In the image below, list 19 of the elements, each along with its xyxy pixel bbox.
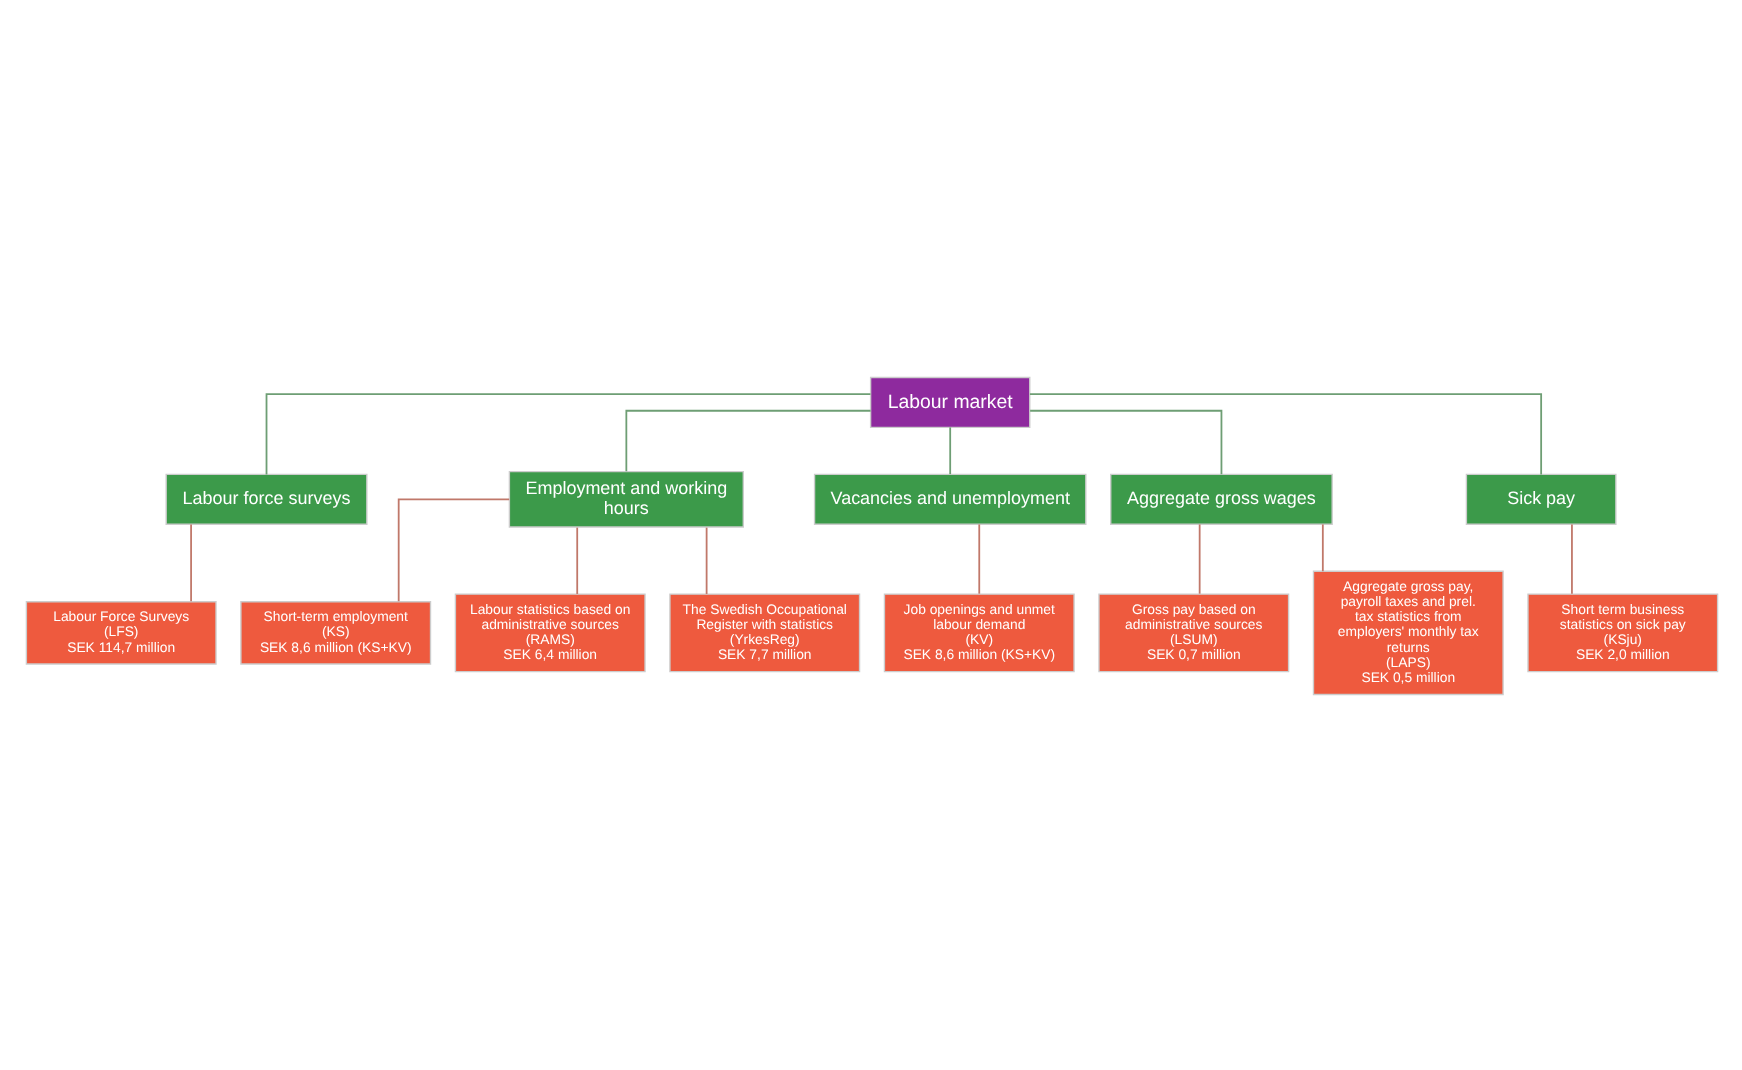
node-box: Sick pay bbox=[1464, 472, 1616, 524]
node-box: Vacancies and unemployment bbox=[812, 472, 1086, 524]
node-box: Employment and working hours bbox=[507, 469, 743, 527]
node-box: Labour force surveys bbox=[164, 472, 367, 524]
node-box: Labour market bbox=[868, 375, 1030, 428]
connector bbox=[624, 408, 871, 472]
connector bbox=[1197, 522, 1200, 594]
connector bbox=[264, 392, 871, 475]
connector bbox=[575, 525, 578, 594]
connector bbox=[189, 522, 191, 602]
connector bbox=[396, 497, 510, 602]
connector bbox=[1320, 522, 1323, 572]
node-box: Aggregate gross wages bbox=[1109, 472, 1332, 524]
connector bbox=[1028, 392, 1542, 475]
connector bbox=[704, 525, 707, 594]
connector bbox=[1028, 408, 1222, 475]
connector bbox=[948, 425, 951, 474]
connector bbox=[977, 522, 980, 594]
connector bbox=[1570, 522, 1572, 594]
